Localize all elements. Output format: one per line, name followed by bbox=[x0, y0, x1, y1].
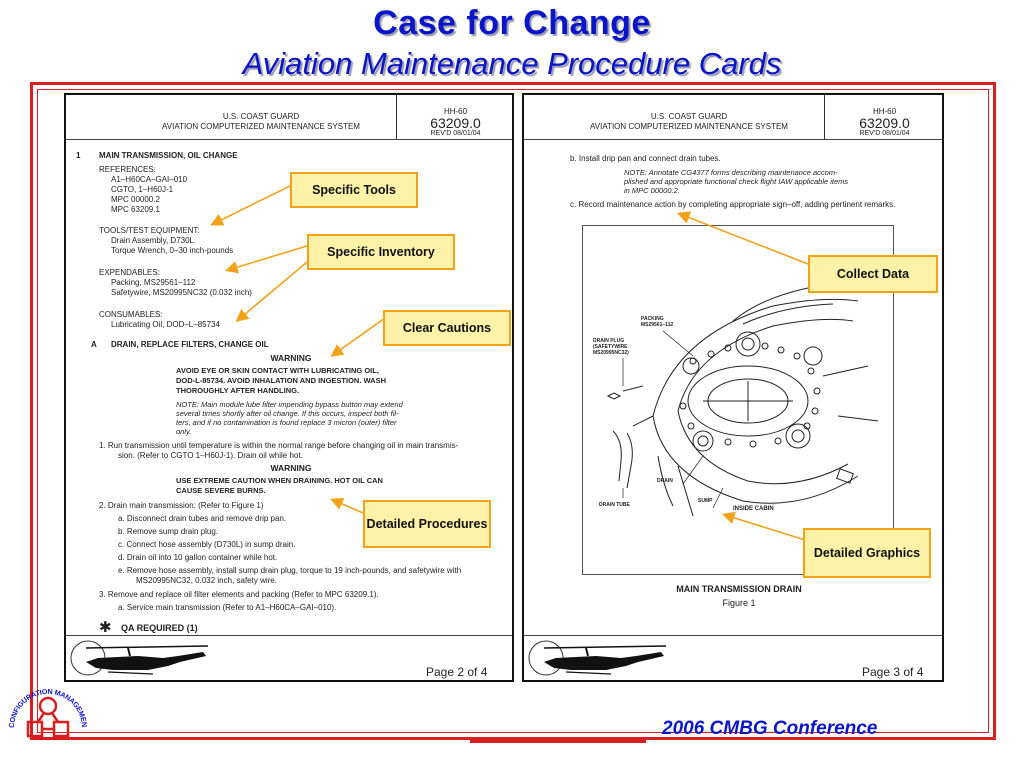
expendable-item: Packing, MS29561–112 bbox=[111, 278, 196, 287]
references-label: REFERENCES: bbox=[99, 165, 156, 174]
step-item: b. Remove sump drain plug. bbox=[118, 527, 219, 536]
figure-title: MAIN TRANSMISSION DRAIN bbox=[676, 584, 802, 594]
label-drain-plug: DRAIN PLUG (SAFETYWIRE MS20995NC32) bbox=[593, 338, 629, 356]
step-text: 1. Run transmission until temperature is… bbox=[99, 441, 459, 450]
arrow-cautions bbox=[330, 317, 386, 357]
arrow-procedures bbox=[330, 497, 364, 514]
step-item: d. Drain oil into 10 gallon container wh… bbox=[118, 553, 278, 562]
header-org: U.S. COAST GUARD bbox=[650, 112, 728, 121]
label-sump: SUMP bbox=[698, 498, 713, 504]
qa-required: QA REQUIRED (1) bbox=[121, 623, 198, 633]
procedure-card-page-2: U.S. COAST GUARD AVIATION COMPUTERIZED M… bbox=[64, 93, 514, 682]
slide-frame-inner bbox=[37, 89, 989, 733]
reference-item: MPC 00000.2 bbox=[111, 195, 160, 204]
step-text: sion. (Refer to CGTO 1–H60J-1). Drain oi… bbox=[118, 451, 303, 460]
step-item: c. Connect hose assembly (D730L) in sump… bbox=[118, 540, 296, 549]
footer-conference: 2006 CMBG Conference bbox=[662, 718, 878, 739]
arrow-graphics bbox=[721, 511, 806, 541]
section-title: MAIN TRANSMISSION, OIL CHANGE bbox=[99, 151, 238, 160]
footer-rule bbox=[470, 740, 646, 743]
step-item: e. Remove hose assembly, install sump dr… bbox=[118, 566, 462, 575]
step-text: 2. Drain main transmission: (Refer to Fi… bbox=[99, 501, 264, 510]
header-card-box: HH-60 63209.0 REV'D 08/01/04 bbox=[824, 95, 942, 139]
header-revd: REV'D 08/01/04 bbox=[430, 130, 481, 137]
reference-item: CGTO, 1–H60J-1 bbox=[111, 185, 174, 194]
warning-text: DOD-L-85734. AVOID INHALATION AND INGEST… bbox=[176, 376, 387, 385]
step-item: a. Disconnect drain tubes and remove dri… bbox=[118, 514, 287, 523]
expendable-item: Safetywire, MS20995NC32 (0.032 inch) bbox=[111, 288, 252, 297]
header-system: AVIATION COMPUTERIZED MAINTENANCE SYSTEM bbox=[590, 122, 788, 131]
subsection-letter: A bbox=[91, 340, 97, 349]
helicopter-icon bbox=[70, 640, 209, 676]
cmbg-logo-icon: CONFIGURATION MANAGEMENT BENCHMARKING GR… bbox=[0, 661, 96, 764]
note-text: in MPC 00000.2. bbox=[624, 186, 680, 195]
reference-item: MPC 63209.1 bbox=[111, 205, 160, 214]
page-number: Page 2 of 4 bbox=[426, 665, 488, 679]
warning-text: CAUSE SEVERE BURNS. bbox=[176, 486, 266, 495]
label-inside-cabin: INSIDE CABIN bbox=[733, 506, 774, 512]
header-rule bbox=[66, 139, 512, 140]
arrow-inventory-1 bbox=[224, 245, 308, 274]
arrow-collect bbox=[677, 211, 809, 265]
label-packing: PACKING MS29561–112 bbox=[641, 316, 674, 328]
step-item: MS20995NC32, 0.032 inch, safety wire. bbox=[136, 576, 277, 585]
consumables-label: CONSUMABLES: bbox=[99, 310, 163, 319]
subsection-title: DRAIN, REPLACE FILTERS, CHANGE OIL bbox=[111, 340, 269, 349]
label-drain: DRAIN bbox=[657, 478, 673, 484]
header-card-number: 63209.0 bbox=[430, 115, 481, 131]
step-item: b. Install drip pan and connect drain tu… bbox=[570, 154, 721, 163]
header-card-number: 63209.0 bbox=[859, 115, 910, 131]
slide-frame-outer bbox=[30, 82, 996, 740]
consumable-item: Lubricating Oil, DOD–L–85734 bbox=[111, 320, 220, 329]
callout-detailed-procedures: Detailed Procedures bbox=[363, 500, 491, 548]
callout-clear-cautions: Clear Cautions bbox=[383, 310, 511, 346]
transmission-drain-diagram bbox=[606, 285, 879, 517]
step-item: c. Record maintenance action by completi… bbox=[570, 200, 896, 209]
arrow-inventory-2 bbox=[235, 261, 308, 323]
section-number: 1 bbox=[76, 151, 81, 160]
warning-heading: WARNING bbox=[270, 463, 312, 473]
header-revd: REV'D 08/01/04 bbox=[859, 130, 910, 137]
asterisk-icon: ✱ bbox=[99, 619, 112, 636]
tool-item: Drain Assembly, D730L bbox=[111, 236, 194, 245]
note-text: plished and appropriate functional check… bbox=[624, 177, 849, 186]
figure-frame: PACKING MS29561–112 DRAIN PLUG (SAFETYWI… bbox=[582, 225, 894, 575]
header-aircraft: HH-60 bbox=[443, 107, 468, 116]
warning-heading: WARNING bbox=[270, 353, 312, 363]
warning-text: AVOID EYE OR SKIN CONTACT WITH LUBRICATI… bbox=[176, 366, 379, 375]
expendables-label: EXPENDABLES: bbox=[99, 268, 160, 277]
footer-rule-right bbox=[524, 635, 942, 636]
callout-detailed-graphics: Detailed Graphics bbox=[803, 528, 931, 578]
reference-item: A1–H60CA–GAI–010 bbox=[111, 175, 188, 184]
step-item: a. Service main transmission (Refer to A… bbox=[118, 603, 337, 612]
arrow-tools bbox=[210, 185, 291, 226]
slide-subtitle: Aviation Maintenance Procedure Cards bbox=[242, 46, 782, 81]
helicopter-icon bbox=[528, 640, 667, 676]
header-aircraft: HH-60 bbox=[872, 107, 897, 116]
figure-number: Figure 1 bbox=[722, 598, 756, 608]
callout-specific-inventory: Specific Inventory bbox=[307, 234, 455, 270]
header-org: U.S. COAST GUARD bbox=[222, 112, 300, 121]
callout-specific-tools: Specific Tools bbox=[290, 172, 418, 208]
warning-text: THOROUGHLY AFTER HANDLING. bbox=[176, 386, 300, 395]
note-text: several times shortly after oil change. … bbox=[176, 409, 399, 418]
slide-title: Case for Change bbox=[373, 4, 651, 42]
note-text: only. bbox=[176, 427, 192, 436]
header-card-box: HH-60 63209.0 REV'D 08/01/04 bbox=[396, 95, 512, 139]
page-number: Page 3 of 4 bbox=[862, 665, 924, 679]
tool-item: Torque Wrench, 0–30 inch-pounds bbox=[111, 246, 234, 255]
callout-collect-data: Collect Data bbox=[808, 255, 938, 293]
procedure-card-page-3: U.S. COAST GUARD AVIATION COMPUTERIZED M… bbox=[522, 93, 944, 682]
header-system: AVIATION COMPUTERIZED MAINTENANCE SYSTEM bbox=[162, 122, 360, 131]
label-drain-tube: DRAIN TUBE bbox=[599, 502, 630, 508]
tools-label: TOOLS/TEST EQUIPMENT: bbox=[99, 226, 200, 235]
note-text: ters, and if no contamination is found r… bbox=[176, 418, 397, 427]
footer-rule-left bbox=[66, 635, 512, 636]
step-text: 3. Remove and replace oil filter element… bbox=[99, 590, 379, 599]
note-text: NOTE: Main module lube filter impending … bbox=[176, 400, 403, 409]
warning-text: USE EXTREME CAUTION WHEN DRAINING. HOT O… bbox=[176, 476, 383, 485]
header-rule bbox=[524, 139, 942, 140]
note-text: NOTE: Annotate CG4377 forms describing m… bbox=[624, 168, 838, 177]
